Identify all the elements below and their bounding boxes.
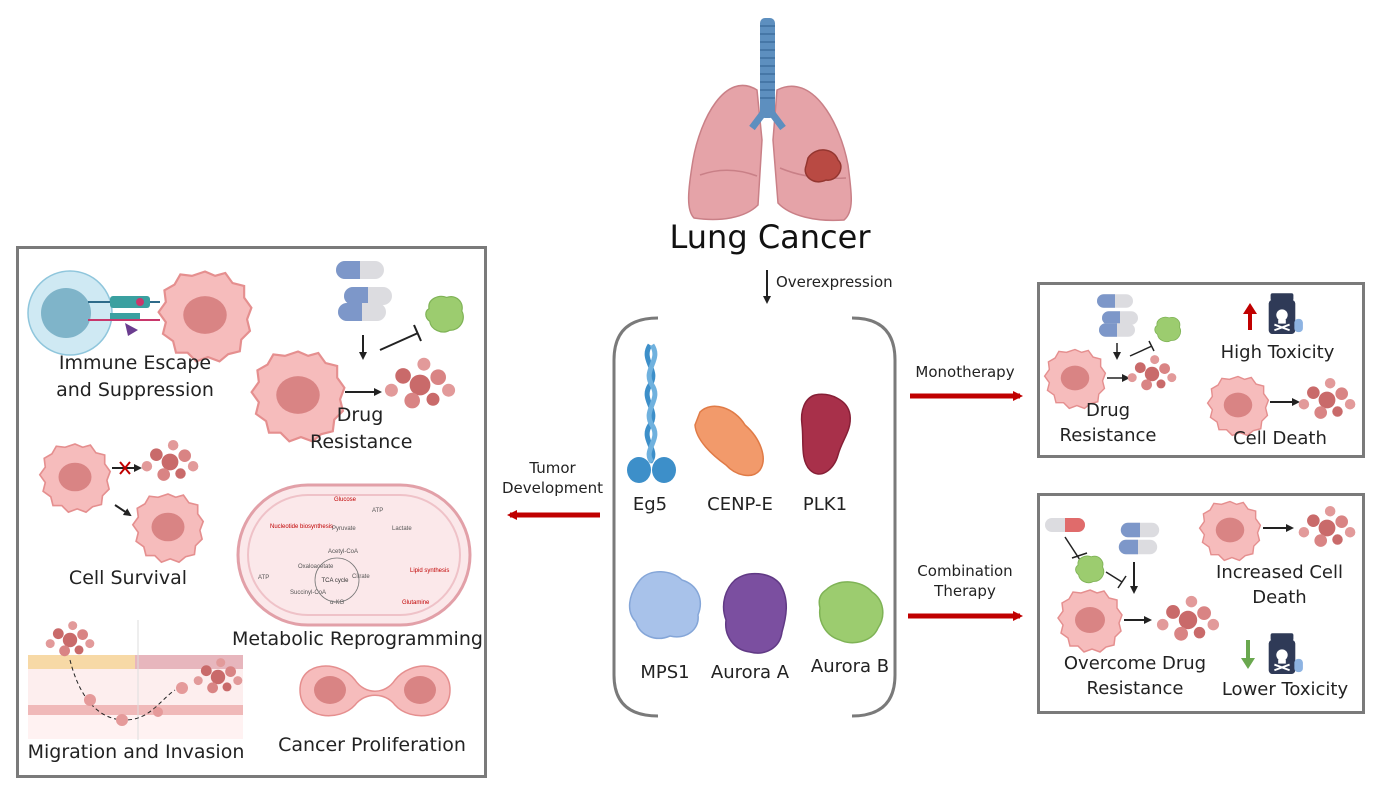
atp-top-text: ATP [372, 508, 383, 514]
drug-resistance-illustration [250, 261, 464, 443]
immune-escape-illustration [27, 270, 253, 363]
combination-box [1037, 493, 1365, 714]
immune-escape-label: Immune Escape and Suppression [56, 352, 214, 401]
pyruvate-text: Pyruvate [332, 526, 356, 532]
cenp-e-label: CENP-E [707, 494, 773, 515]
lipid-text: Lipid synthesis [410, 568, 449, 574]
cell-survival-illustration [38, 439, 205, 564]
migration-illustration [28, 620, 243, 740]
mono-drug-resistance-label: Drug Resistance [1059, 400, 1157, 447]
aurora-a-shape [722, 572, 787, 654]
overcome-drug-resistance-label: Overcome Drug Resistance [1063, 653, 1207, 700]
cancer-proliferation-label: Cancer Proliferation [278, 734, 466, 756]
tumor-development-label: Tumor Development [502, 459, 603, 498]
lung-illustration [687, 18, 852, 222]
protein-bracket [612, 316, 897, 718]
combination-illustration [1045, 500, 1356, 675]
combination-therapy-label: Combination Therapy [917, 562, 1013, 601]
monotherapy-box [1037, 282, 1365, 458]
overexpression-label: Overexpression [776, 273, 893, 291]
eg5-shape [627, 343, 676, 483]
tca-text: TCA cycle [321, 578, 349, 584]
cenp-e-shape [694, 405, 764, 477]
aurora-a-label: Aurora A [710, 662, 790, 683]
akg-text: α-KG [330, 600, 344, 606]
succinyl-coa-text: Succinyl-CoA [290, 590, 326, 596]
mps1-shape [628, 571, 702, 640]
increased-cell-death-label: Increased Cell Death [1216, 562, 1343, 609]
acetyl-coa-text: Acetyl-CoA [328, 549, 358, 555]
cell-survival-label: Cell Survival [68, 567, 188, 589]
lower-toxicity-label: Lower Toxicity [1221, 679, 1349, 700]
metabolic-reprogramming-label: Metabolic Reprogramming [232, 628, 483, 650]
glucose-text: Glucose [334, 497, 357, 503]
eg5-label: Eg5 [632, 494, 668, 515]
citrate-text: Citrate [352, 574, 370, 580]
mps1-label: MPS1 [640, 662, 690, 683]
hallmarks-box [16, 246, 487, 778]
glutamine-text: Glutamine [402, 600, 430, 606]
nucleotide-text: Nucleotide biosynthesis [270, 524, 333, 530]
oxaloacetate-text: Oxaloacetate [298, 564, 334, 570]
high-toxicity-label: High Toxicity [1220, 342, 1335, 363]
atp-left-text: ATP [258, 575, 269, 581]
proliferation-illustration [299, 665, 451, 717]
lactate-text: Lactate [392, 526, 412, 532]
monotherapy-illustration [1043, 292, 1356, 437]
plk1-label: PLK1 [802, 494, 848, 515]
plk1-shape [800, 393, 851, 475]
monotherapy-label: Monotherapy [915, 363, 1015, 381]
page-title: Lung Cancer [669, 218, 871, 256]
aurora-b-label: Aurora B [810, 656, 890, 677]
metabolic-illustration: Glucose ATP Nucleotide biosynthesis Pyru… [236, 483, 472, 627]
aurora-b-shape [818, 581, 884, 644]
drug-resistance-label: Drug Resistance [310, 404, 413, 453]
migration-invasion-label: Migration and Invasion [27, 741, 245, 763]
cell-death-label: Cell Death [1233, 428, 1327, 449]
